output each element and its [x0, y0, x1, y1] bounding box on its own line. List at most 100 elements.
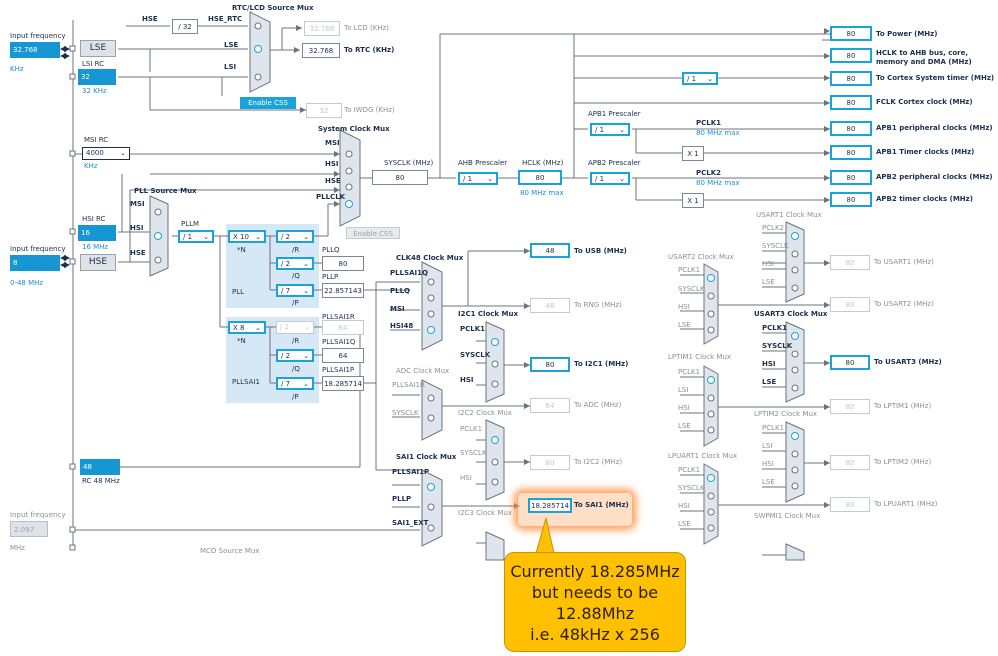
pllm-select[interactable]: / 1⌄ [178, 230, 214, 243]
chevron-down-icon: ⌄ [619, 175, 625, 183]
msi-value: 4000 [86, 149, 104, 157]
i2c1-in3: HSI [460, 376, 474, 384]
pll-q-select[interactable]: / 2⌄ [276, 257, 314, 270]
cortex-timer-divider-select[interactable]: / 1⌄ [682, 72, 718, 85]
lse-frequency-input[interactable]: 32.768 [10, 42, 60, 58]
output-apb1-timer-value[interactable]: 80 [830, 145, 872, 160]
hse-range-label: 0-48 MHz [10, 279, 44, 287]
pll-r-value: / 2 [281, 233, 291, 241]
clk48-in1: PLLSAI1Q [390, 269, 428, 277]
lpuart1-in3: HSI [678, 502, 690, 510]
lpuart1-mux-title: LPUART1 Clock Mux [668, 452, 738, 460]
pllsai1-r-select[interactable]: / 2⌄ [276, 321, 314, 334]
clk48-in2: PLLQ [390, 287, 411, 295]
i2c3-mux-title: I2C3 Clock Mux [458, 509, 512, 517]
output-apb2-timer-value[interactable]: 80 [830, 192, 872, 207]
apb2-prescaler-select[interactable]: / 1 ⌄ [590, 172, 630, 185]
apb1-prescaler-value: / 1 [595, 126, 605, 134]
callout-line-2: but needs to be [531, 583, 659, 602]
output-cortex-timer-value[interactable]: 80 [830, 71, 872, 86]
output-fclk-value[interactable]: 80 [830, 95, 872, 110]
sai1-in1: PLLSAI1P [392, 468, 430, 476]
pll-source-mux-title: PLL Source Mux [134, 187, 197, 195]
chevron-down-icon: ⌄ [120, 149, 126, 157]
pllsai1q-value: 64 [322, 348, 364, 363]
i2c1-in1: PCLK1 [460, 325, 486, 333]
usart3-in1: PCLK1 [762, 324, 788, 332]
callout-line-3: 12.88Mhz [555, 604, 635, 623]
apb1-timer-multiplier: X 1 [682, 146, 704, 161]
chevron-down-icon: ⌄ [303, 352, 309, 360]
pll-p-select[interactable]: / 7⌄ [276, 284, 314, 297]
usart2-in1: PCLK1 [678, 266, 701, 274]
output-apb2-periph-value[interactable]: 80 [830, 170, 872, 185]
lptim1-value: 80 [830, 399, 870, 414]
i2c2-label: To I2C2 (MHz) [574, 458, 623, 466]
enable-css-button[interactable]: Enable CSS [240, 97, 296, 109]
pllq-label: PLLQ [322, 246, 340, 254]
pllsai1-n-select[interactable]: X 8⌄ [228, 321, 266, 334]
lptim1-in3: HSI [678, 404, 690, 412]
pllq-value: 80 [322, 256, 364, 271]
pllsai1p-label: PLLSAI1P [322, 366, 355, 374]
mux-radio-buttons[interactable] [154, 22, 799, 532]
hse-button[interactable]: HSE [80, 254, 116, 271]
adc-label: To ADC (MHz) [574, 401, 622, 409]
lptim1-label: To LPTIM1 (MHz) [874, 402, 932, 410]
lcd-label: To LCD (KHz) [344, 24, 389, 32]
output-power-value[interactable]: 80 [830, 26, 872, 41]
lptim2-in3: HSI [762, 460, 774, 468]
callout-line-4: i.e. 48kHz x 256 [530, 625, 660, 644]
lptim2-in4: LSE [762, 478, 775, 486]
msi-range-select[interactable]: 4000 ⌄ [82, 147, 130, 160]
hse-frequency-input[interactable]: 8 [10, 255, 60, 271]
adc-in2: SYSCLK [392, 409, 419, 417]
pll-r-select[interactable]: / 2⌄ [276, 230, 314, 243]
pllm-label: PLLM [181, 220, 200, 228]
pllsai1-q-select[interactable]: / 2⌄ [276, 349, 314, 362]
adc-in1: PLLSAI1R [392, 381, 425, 389]
lpuart1-in1: PCLK1 [678, 466, 701, 474]
i2c1-value[interactable]: 80 [530, 357, 570, 372]
rtc-mux-title: RTC/LCD Source Mux [232, 4, 314, 12]
usart1-in3: HSI [762, 260, 774, 268]
usart3-value[interactable]: 80 [830, 355, 870, 370]
output-apb1-periph-value[interactable]: 80 [830, 121, 872, 136]
pllsai1q-label: PLLSAI1Q [322, 338, 356, 346]
hclk-max-label: 80 MHz max [520, 189, 564, 197]
pllsai1-p-select[interactable]: / 7⌄ [276, 377, 314, 390]
output-cortex-timer-label: To Cortex System timer (MHz) [876, 74, 995, 82]
lse-input-frequency-label: Input frequency [10, 32, 66, 40]
pllsai1-n-label: *N [237, 337, 246, 345]
pll-in-hsi: HSI [130, 224, 144, 232]
hclk-value[interactable]: 80 [518, 170, 562, 185]
msi-rc-label: MSI RC [84, 136, 109, 144]
sai1-in2: PLLP [392, 495, 412, 503]
audio-frequency-input[interactable]: 2.097 [10, 521, 48, 537]
usart2-in2: SYSCLK [678, 285, 705, 293]
sys-in-msi: MSI [325, 139, 340, 147]
rng-label: To RNG (MHz) [574, 301, 622, 309]
enable-css-system-button[interactable]: Enable CSS [346, 227, 400, 239]
usart1-mux-title: USART1 Clock Mux [756, 211, 822, 219]
usart2-value: 80 [830, 297, 870, 312]
pll-n-select[interactable]: X 10⌄ [228, 230, 266, 243]
pllsai1-block-label: PLLSAI1 [232, 378, 260, 386]
swpmi1-mux-title: SWPMI1 Clock Mux [754, 512, 821, 520]
hse-input-frequency-label: Input frequency [10, 245, 66, 253]
ahb-prescaler-select[interactable]: / 1⌄ [458, 172, 498, 185]
i2c1-mux-title: I2C1 Clock Mux [458, 310, 518, 318]
clk48-in3: MSI [390, 305, 405, 313]
apb2-prescaler-value: / 1 [595, 175, 605, 183]
output-hclk-value[interactable]: 80 [830, 48, 872, 63]
rc48-label: RC 48 MHz [82, 477, 120, 485]
lse-button[interactable]: LSE [80, 40, 116, 57]
chevron-down-icon: ⌄ [619, 126, 625, 134]
usb-value[interactable]: 48 [530, 243, 570, 258]
apb1-prescaler-select[interactable]: / 1 ⌄ [590, 123, 630, 136]
sai1-value[interactable]: 18.285714 [528, 498, 572, 513]
rc48-value: 48 [80, 459, 120, 475]
lcd-value: 32.768 [304, 21, 340, 36]
output-hclk-label-line2: memory and DMA (MHz) [876, 58, 972, 66]
pllsai1-r-label: /R [292, 337, 300, 345]
